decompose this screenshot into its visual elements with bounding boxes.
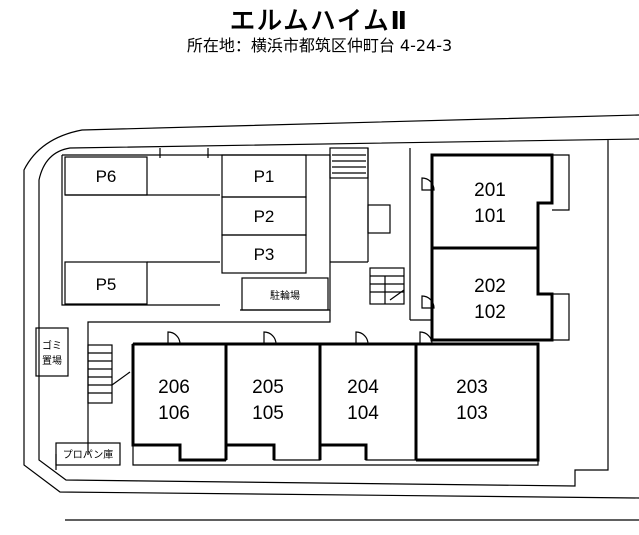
unit-label-206: 206 <box>158 377 190 398</box>
unit-label-106: 106 <box>158 403 190 424</box>
corridor-wall <box>87 310 331 455</box>
unit-label-204: 204 <box>347 377 379 398</box>
site-boundary-inner <box>38 138 639 487</box>
door-swing <box>263 331 277 345</box>
door-swing <box>421 177 435 191</box>
door-swing <box>167 331 181 345</box>
parking-space-p5 <box>64 261 148 305</box>
unit-label-105: 105 <box>252 403 284 424</box>
parking-label-p1: P1 <box>254 167 275 186</box>
parking-label-p2: P2 <box>254 207 275 226</box>
propane-label: プロパン庫 <box>63 448 114 461</box>
unit-label-101: 101 <box>474 206 506 227</box>
stairs-left <box>87 344 113 404</box>
shaft <box>367 204 391 234</box>
building-name: エルムハイムⅡ <box>230 6 409 35</box>
door-swing <box>419 331 433 345</box>
unit-label-203: 203 <box>456 377 488 398</box>
door-swing <box>421 295 435 309</box>
bicycle-parking <box>241 277 329 311</box>
unit-label-201: 201 <box>474 180 506 201</box>
unit-204-104 <box>319 343 417 461</box>
parking-label-p3: P3 <box>254 245 275 264</box>
building-address: 所在地：横浜市都筑区仲町台 4-24-3 <box>186 36 453 55</box>
unit-label-205: 205 <box>252 377 284 398</box>
unit-label-202: 202 <box>474 276 506 297</box>
unit-206-106 <box>132 343 227 461</box>
door-swing <box>355 331 369 345</box>
unit-201-101 <box>431 154 553 249</box>
unit-label-104: 104 <box>347 403 379 424</box>
unit-205-105 <box>225 343 321 461</box>
unit-label-103: 103 <box>456 403 488 424</box>
site-boundary <box>23 114 639 499</box>
garbage-area <box>35 327 69 377</box>
bicycle-parking-label: 駐輪場 <box>270 289 300 302</box>
parking-space-p3 <box>221 234 307 274</box>
unit-203-103 <box>415 343 539 461</box>
garbage-label-line2: 置場 <box>42 354 62 367</box>
unit-label-102: 102 <box>474 302 506 323</box>
stairs-middle <box>369 267 405 305</box>
title-block: エルムハイムⅡ 所在地：横浜市都筑区仲町台 4-24-3 <box>0 6 639 56</box>
garbage-label-line1: ゴミ <box>42 339 62 352</box>
parking-label-p6: P6 <box>96 167 117 186</box>
parking-label-p5: P5 <box>96 275 117 294</box>
